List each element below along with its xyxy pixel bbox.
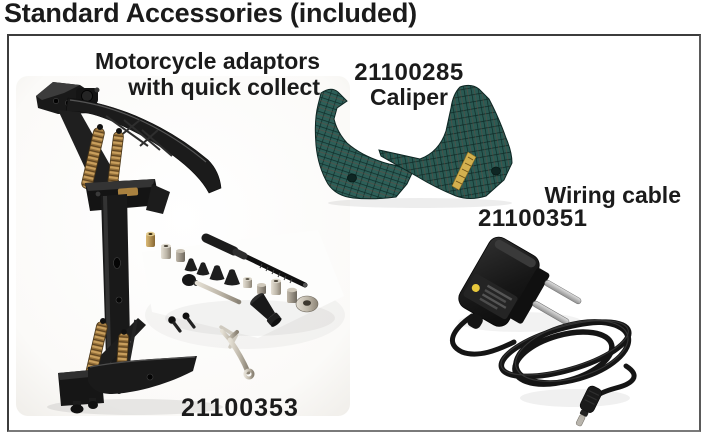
wiring-cable-image	[449, 236, 637, 427]
wiring-cable-part-number: 21100351	[478, 205, 588, 232]
adaptors-label-line2: with quick collect	[128, 74, 320, 100]
caliper-part-number: 21100285	[354, 59, 464, 86]
adaptors-label: Motorcycle adaptors with quick collect	[58, 48, 320, 100]
caliper-name: Caliper	[370, 84, 448, 110]
caliper-image	[314, 84, 513, 208]
motorcycle-adaptors-image	[16, 76, 350, 416]
adaptors-label-line1: Motorcycle adaptors	[95, 48, 320, 74]
wiring-cable-label: Wiring cable	[544, 182, 681, 208]
caliper-label: 21100285 Caliper	[340, 60, 478, 110]
adaptors-part-number: 21100353	[181, 394, 299, 422]
page-title: Standard Accessories (included)	[4, 0, 417, 28]
